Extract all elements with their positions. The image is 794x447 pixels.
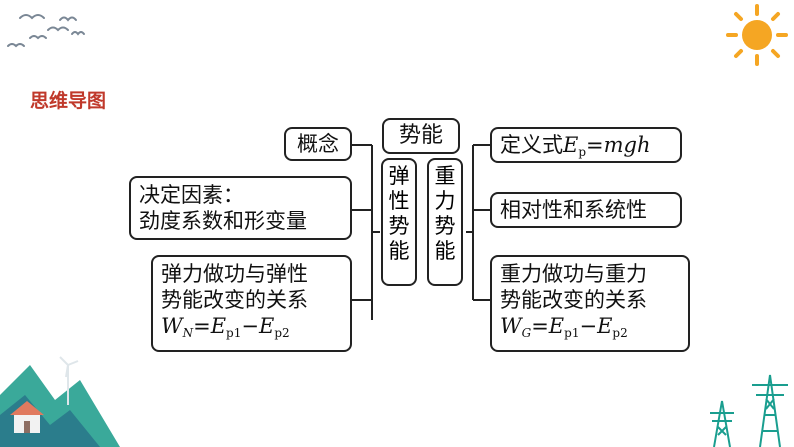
gravity-work-line-2: 势能改变的关系 <box>500 288 647 312</box>
determining-factors-node: 决定因素： 劲度系数和形变量 <box>129 176 352 240</box>
center-node-label: 势能 <box>398 123 443 148</box>
gravity-work-line-1: 重力做功与重力 <box>500 262 647 286</box>
factors-line-2: 劲度系数和形变量 <box>139 209 307 233</box>
gravity-char: 力 <box>434 189 456 213</box>
gravity-work-formula: WG=Ep1−Ep2 <box>500 314 628 340</box>
page-title: 思维导图 <box>30 90 107 112</box>
elastic-char: 弹 <box>388 164 410 188</box>
elastic-potential-energy-node: 弹 性 势 能 <box>381 158 417 286</box>
landscape-decoration <box>0 356 120 447</box>
birds-decoration <box>7 14 85 48</box>
gravity-char: 能 <box>434 239 456 263</box>
elastic-work-formula: WN=Ep1−Ep2 <box>161 314 290 340</box>
gravity-char: 重 <box>434 164 456 188</box>
elastic-char: 能 <box>388 239 410 263</box>
center-node-potential-energy: 势能 <box>382 118 460 154</box>
gravity-char: 势 <box>434 214 456 238</box>
sun-icon <box>726 4 788 66</box>
power-tower-icon <box>710 374 788 447</box>
elastic-work-line-1: 弹力做功与弹性 <box>161 262 308 286</box>
concept-node: 概念 <box>284 127 352 161</box>
elastic-char: 性 <box>388 189 410 213</box>
gravitational-potential-energy-node: 重 力 势 能 <box>427 158 463 286</box>
elastic-char: 势 <box>388 214 410 238</box>
factors-line-1: 决定因素： <box>139 183 244 207</box>
concept-label: 概念 <box>297 132 339 156</box>
elastic-work-relation-node: 弹力做功与弹性 势能改变的关系 WN=Ep1−Ep2 <box>151 255 352 352</box>
gravity-work-relation-node: 重力做功与重力 势能改变的关系 WG=Ep1−Ep2 <box>490 255 690 352</box>
definition-formula-node: 定义式Ep=mgh <box>490 127 682 163</box>
relativity-systematic-node: 相对性和系统性 <box>490 192 682 228</box>
relativity-label: 相对性和系统性 <box>500 198 647 222</box>
elastic-work-line-2: 势能改变的关系 <box>161 288 308 312</box>
